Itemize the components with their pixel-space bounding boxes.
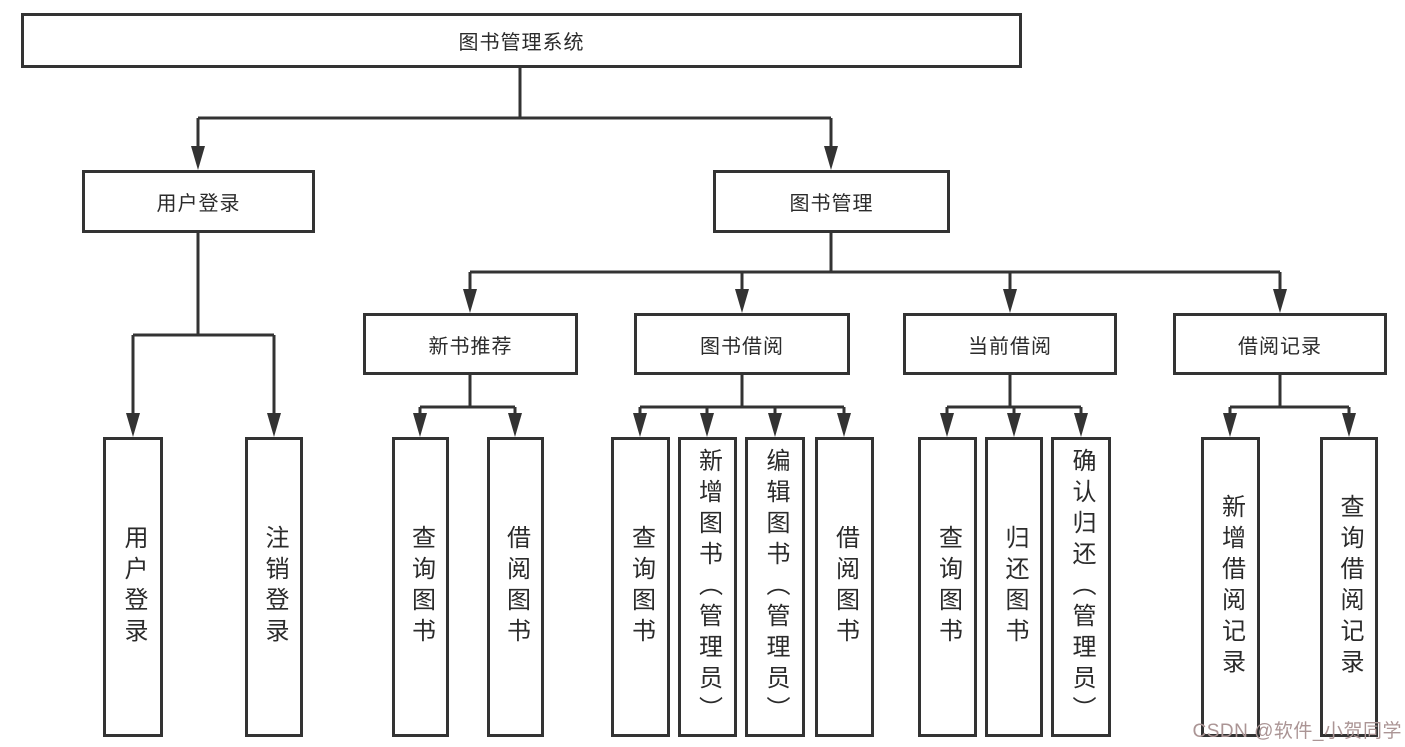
watermark: CSDN @软件_小贺同学 bbox=[1192, 721, 1402, 742]
leaf-confirm-return-admin: 确认归还（管理员） bbox=[1051, 437, 1111, 737]
node-new-book: 新书推荐 bbox=[363, 313, 578, 375]
leaf-query-book-3-label: 查询图书 bbox=[934, 525, 962, 649]
leaf-add-borrow-record: 新增借阅记录 bbox=[1201, 437, 1260, 737]
leaf-query-book-2-label: 查询图书 bbox=[627, 525, 655, 649]
connector-user-login-children bbox=[126, 233, 281, 437]
leaf-borrow-book-2-label: 借阅图书 bbox=[831, 525, 859, 649]
leaf-confirm-return-admin-label: 确认归还（管理员） bbox=[1068, 447, 1095, 727]
node-user-login: 用户登录 bbox=[82, 170, 315, 233]
connector-new-book-children bbox=[413, 375, 522, 437]
leaf-edit-book-admin-label: 编辑图书（管理员） bbox=[762, 447, 789, 727]
node-book-mgmt: 图书管理 bbox=[713, 170, 950, 233]
connector-book-borrow-children bbox=[633, 375, 851, 437]
leaf-query-book-1: 查询图书 bbox=[392, 437, 449, 737]
node-root: 图书管理系统 bbox=[21, 13, 1022, 68]
leaf-borrow-book-1: 借阅图书 bbox=[487, 437, 544, 737]
leaf-add-borrow-record-label: 新增借阅记录 bbox=[1217, 494, 1245, 680]
leaf-logout: 注销登录 bbox=[245, 437, 303, 737]
connector-book-mgmt-to-level3 bbox=[463, 233, 1287, 313]
connector-borrow-record-children bbox=[1223, 375, 1356, 437]
leaf-query-book-3: 查询图书 bbox=[918, 437, 977, 737]
leaf-return-book-label: 归还图书 bbox=[1001, 525, 1028, 649]
node-book-mgmt-label: 图书管理 bbox=[789, 193, 874, 215]
connector-root-to-level2 bbox=[191, 68, 838, 170]
leaf-borrow-book-2: 借阅图书 bbox=[815, 437, 874, 737]
leaf-borrow-book-1-label: 借阅图书 bbox=[502, 525, 530, 649]
leaf-edit-book-admin: 编辑图书（管理员） bbox=[745, 437, 805, 737]
leaf-query-borrow-record-label: 查询借阅记录 bbox=[1336, 494, 1363, 680]
leaf-user-login: 用户登录 bbox=[103, 437, 163, 737]
leaf-user-login-label: 用户登录 bbox=[120, 525, 147, 649]
node-current-borrow-label: 当前借阅 bbox=[968, 335, 1052, 358]
leaf-add-book-admin: 新增图书（管理员） bbox=[678, 437, 737, 737]
node-current-borrow: 当前借阅 bbox=[903, 313, 1117, 375]
leaf-return-book: 归还图书 bbox=[985, 437, 1043, 737]
leaf-add-book-admin-label: 新增图书（管理员） bbox=[694, 447, 722, 727]
connector-current-borrow-children bbox=[940, 375, 1088, 437]
node-user-login-label: 用户登录 bbox=[156, 193, 241, 215]
leaf-query-book-1-label: 查询图书 bbox=[407, 525, 435, 649]
node-book-borrow-label: 图书借阅 bbox=[700, 335, 784, 358]
node-root-label: 图书管理系统 bbox=[458, 32, 585, 54]
node-borrow-record-label: 借阅记录 bbox=[1238, 335, 1322, 358]
leaf-query-book-2: 查询图书 bbox=[611, 437, 670, 737]
leaf-query-borrow-record: 查询借阅记录 bbox=[1320, 437, 1378, 737]
node-borrow-record: 借阅记录 bbox=[1173, 313, 1387, 375]
node-book-borrow: 图书借阅 bbox=[634, 313, 850, 375]
node-new-book-label: 新书推荐 bbox=[428, 335, 513, 358]
leaf-logout-label: 注销登录 bbox=[261, 525, 288, 649]
